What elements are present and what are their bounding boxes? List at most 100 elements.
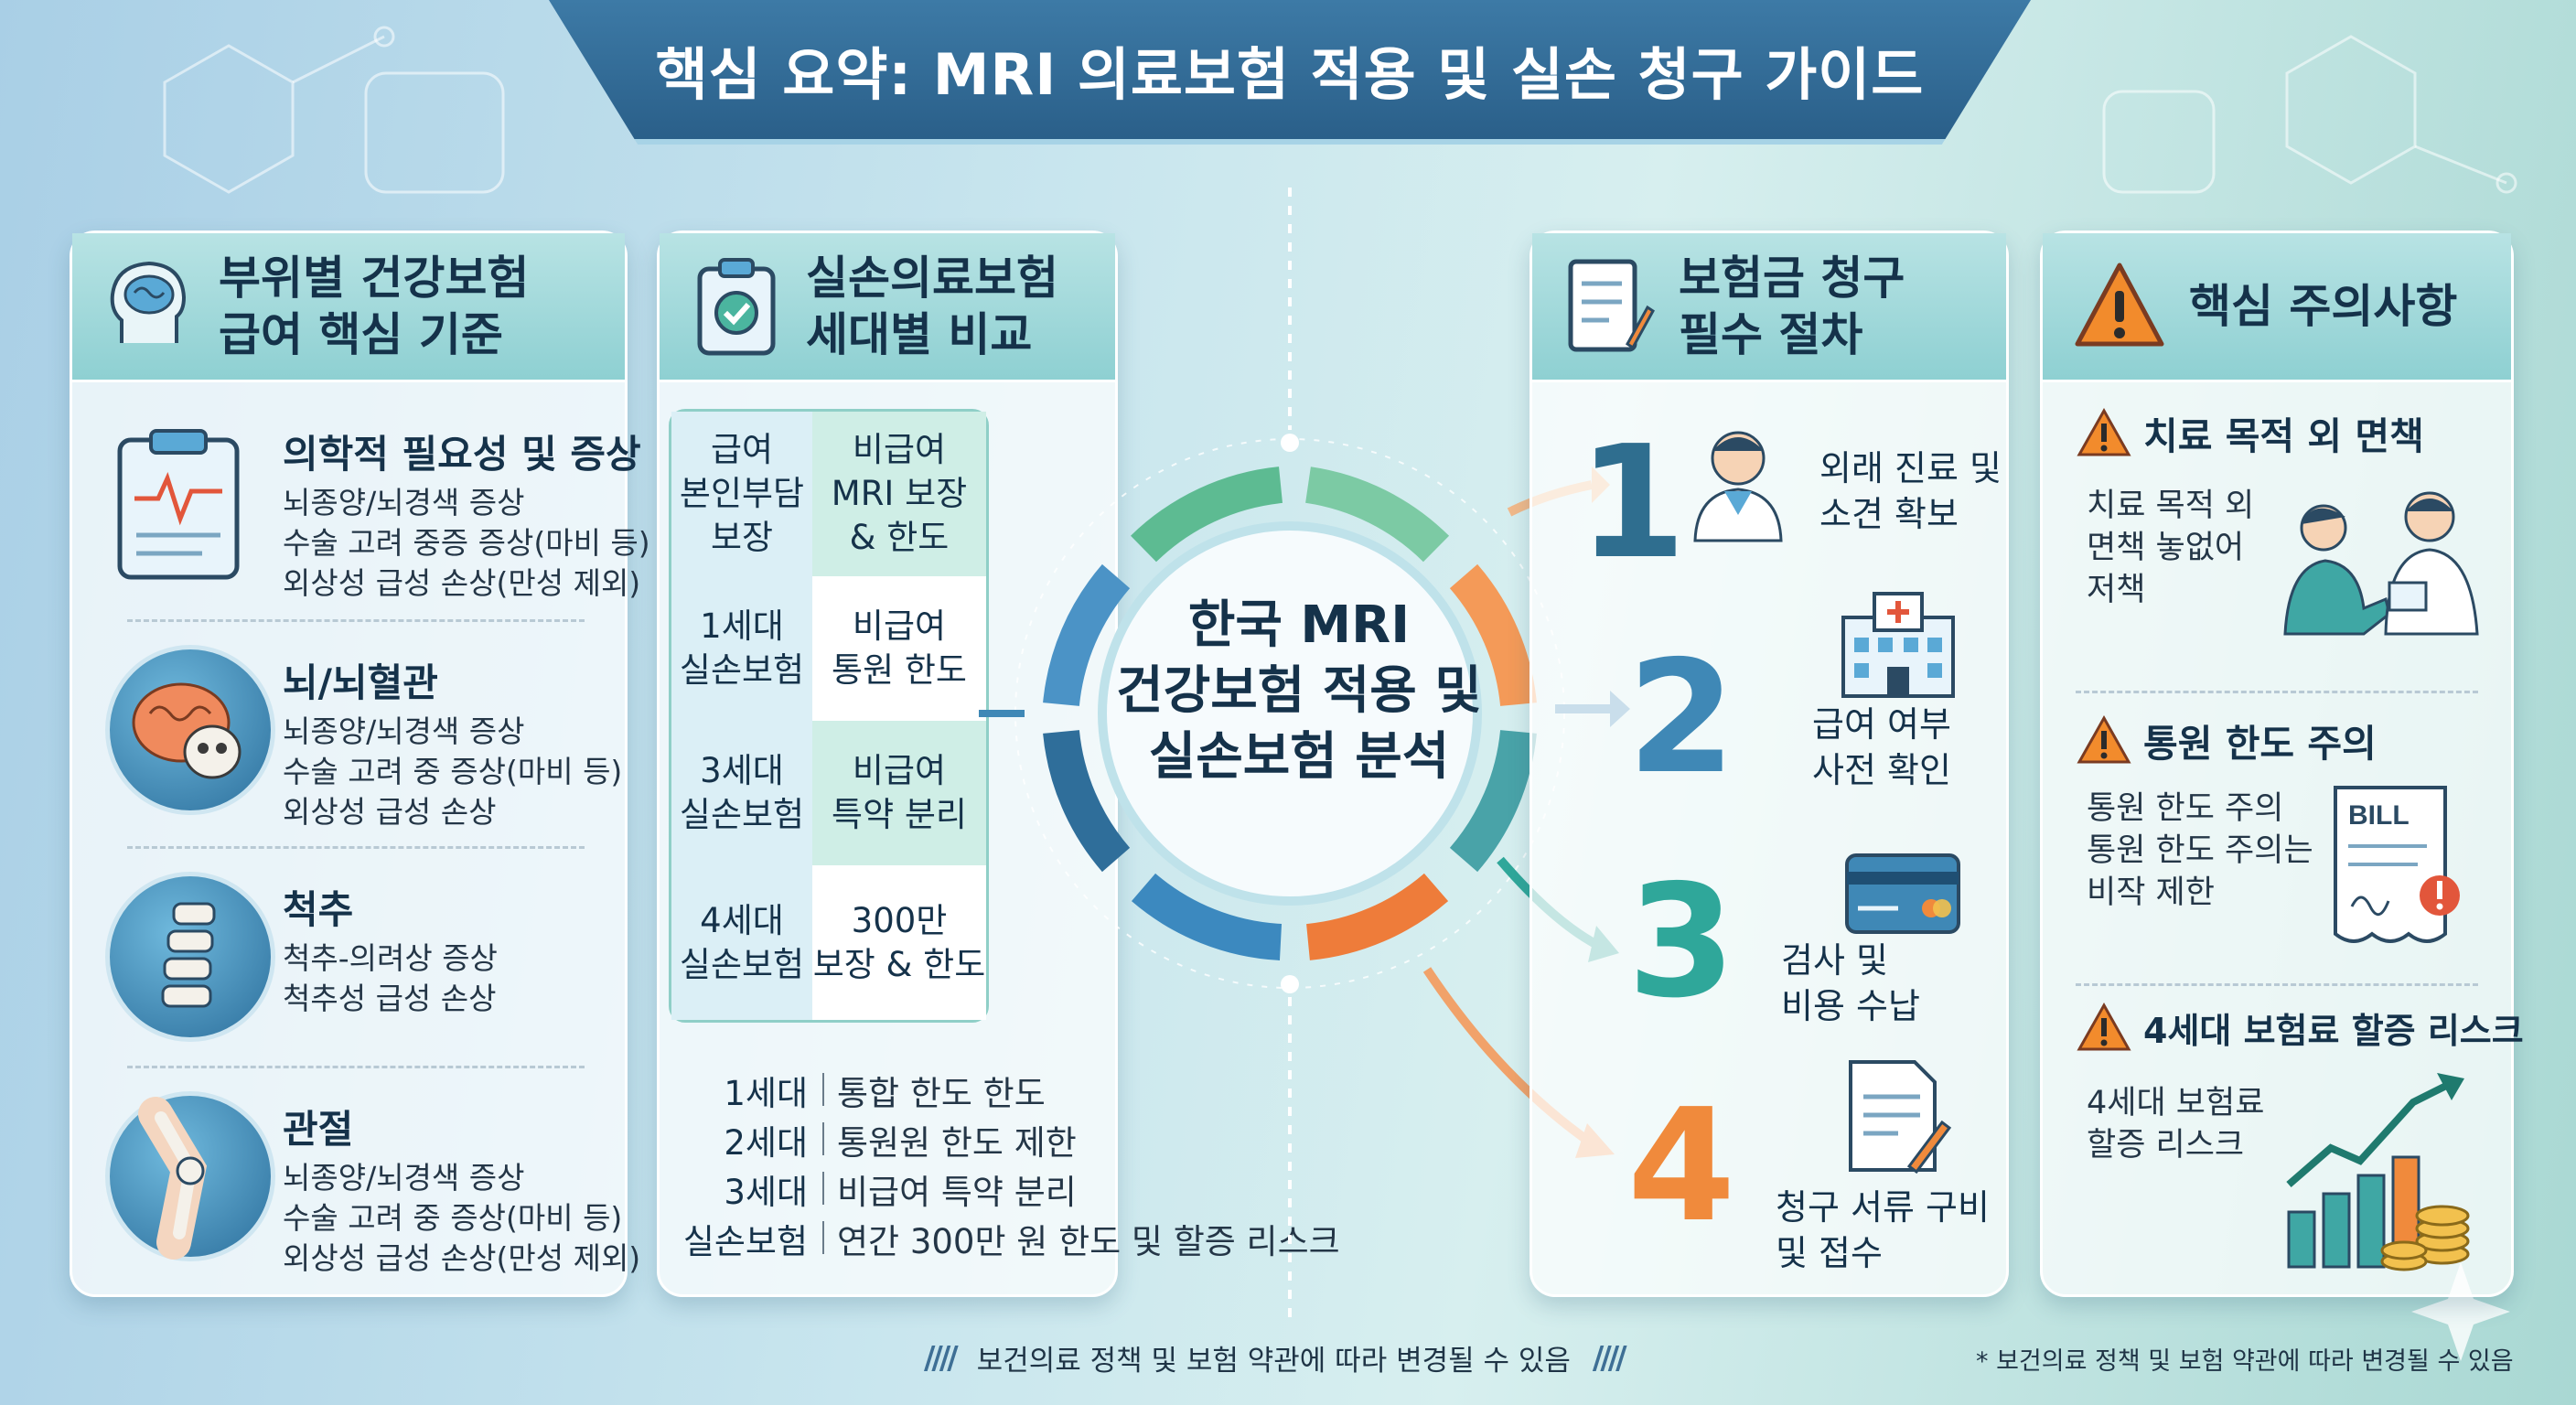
hospital-icon (1841, 592, 1955, 698)
divider (2076, 983, 2478, 986)
panel-title: 실손의료보험 세대별 비교 (806, 252, 1058, 361)
center-ring-diagram (1014, 434, 1565, 993)
divider (127, 619, 585, 622)
section-line: 외상성 급성 손상(만성 제외) (283, 565, 641, 601)
brain-skull-icon (105, 645, 275, 815)
caution-title-text: 치료 목적 외 면책 (2143, 414, 2424, 458)
panel-generation-compare: 실손의료보험 세대별 비교 급여 본인부담 보장 비급여 MRI 보장 & 한도… (657, 231, 1340, 1297)
panel-header: 보험금 청구 필수 절차 (1532, 233, 2006, 382)
panel-title: 보험금 청구 필수 절차 (1679, 252, 1905, 361)
step-label: 검사 및 비용 수납 (1781, 940, 1920, 1026)
panel-cautions: 핵심 주의사항 치료 목적 외 면책 치료 목적 외 면책 놓없어 저책 통원 … (2040, 231, 2524, 1297)
gen-desc: 통합 한도 한도 (837, 1074, 1046, 1113)
table-cell: 비급여 통원 한도 (812, 576, 986, 721)
caution-title: 4세대 보험료 할증 리스크 (2076, 1002, 2524, 1053)
gen-label: 3세대 (724, 1173, 808, 1212)
section-title: 의학적 필요성 및 증상 (283, 432, 641, 477)
caution-line: 면책 놓없어 (2087, 530, 2245, 566)
panel-title: 핵심 주의사항 (2189, 280, 2458, 333)
table-cell: 3세대 실손보험 (671, 721, 812, 865)
table-cell: 4세대 실손보험 (671, 865, 812, 1020)
bill-document-icon: BILL (2334, 786, 2460, 943)
step-label: 외래 진료 및 소견 확보 (1819, 448, 2002, 534)
caution-title-text: 통원 한도 주의 (2143, 722, 2377, 766)
clipboard-chart-icon (117, 429, 240, 580)
step-label: 청구 서류 구비 및 접수 (1776, 1187, 1990, 1273)
ring-segment (1131, 467, 1283, 563)
credit-card-icon (1845, 853, 1960, 934)
panel-header: 부위별 건강보험 급여 핵심 기준 (72, 233, 625, 382)
panel-title: 부위별 건강보험 급여 핵심 기준 (219, 252, 530, 361)
section-line: 외상성 급성 손상 (283, 794, 497, 830)
step-label: 급여 여부 사전 확인 (1812, 704, 1951, 790)
caution-title: 통원 한도 주의 (2076, 713, 2377, 767)
caution-title-text: 4세대 보험료 할증 리스크 (2143, 1010, 2524, 1051)
caution-line: 치료 목적 외 (2087, 488, 2255, 524)
footer-disclaimer: * 보건의료 정책 및 보험 약관에 따라 변경될 수 있음 (1976, 1347, 2514, 1376)
section-line: 수술 고려 중 증상(마비 등) (283, 754, 623, 789)
caution-line: 통원 한도 주의 (2087, 790, 2284, 827)
step-number: 2 (1627, 627, 1736, 809)
divider (127, 1066, 585, 1068)
divider (2076, 691, 2478, 693)
clipboard-check-icon (697, 258, 776, 356)
ring-segment (1131, 873, 1283, 960)
ring-segment (1304, 467, 1450, 563)
section-line: 척추-의려상 증상 (283, 940, 498, 976)
section-line: 외상성 급성 손상(만성 제외) (283, 1240, 641, 1276)
page-title: 핵심 요약: MRI 의료보험 적용 및 실손 청구 가이드 (655, 41, 1925, 108)
warning-icon (2075, 263, 2164, 347)
gen-label: 실손보험 (682, 1222, 808, 1261)
spine-icon (105, 872, 275, 1042)
section-line: 뇌종양/뇌경색 증상 (283, 1160, 525, 1196)
table-cell: 급여 본인부담 보장 (671, 412, 812, 576)
rising-cost-chart-icon (2286, 1073, 2470, 1271)
section-title: 뇌/뇌혈관 (283, 660, 438, 705)
title-banner: 핵심 요약: MRI 의료보험 적용 및 실손 청구 가이드 (549, 0, 2031, 145)
gen-desc: 연간 300만 원 한도 및 할증 리스크 (837, 1222, 1340, 1261)
gen-desc: 통원원 한도 제한 (837, 1123, 1077, 1163)
panel-coverage-criteria: 부위별 건강보험 급여 핵심 기준 의학적 필요성 및 증상 뇌종양/뇌경색 증… (70, 231, 650, 1297)
caution-line: 4세대 보험료 (2087, 1085, 2265, 1121)
ring-segment (1043, 563, 1131, 707)
center-line: 실손보험 분석 (1148, 727, 1450, 787)
brain-head-icon (110, 261, 187, 343)
document-pen-icon (1849, 1060, 1952, 1174)
ring-segment (1305, 873, 1449, 960)
caution-line: 저책 (2087, 572, 2146, 608)
knee-joint-icon (105, 1091, 275, 1261)
decorative-stripes: //// (1592, 1339, 1627, 1377)
doctor-patient-consult-icon (2283, 491, 2479, 636)
section-line: 수술 고려 중 증상(마비 등) (283, 1200, 623, 1236)
center-line: 한국 MRI (1187, 595, 1411, 655)
ring-segment (1043, 729, 1131, 873)
divider (127, 846, 585, 849)
section-line: 뇌종양/뇌경색 증상 (283, 485, 525, 520)
doctor-icon (1693, 431, 1783, 542)
ring-segment (1449, 729, 1537, 873)
warning-icon (2077, 714, 2131, 764)
footer-text: 보건의료 정책 및 보험 약관에 따라 변경될 수 있음 (976, 1345, 1571, 1378)
footer-note: //// 보건의료 정책 및 보험 약관에 따라 변경될 수 있음 //// (924, 1337, 1627, 1378)
step-number: 3 (1627, 852, 1736, 1033)
warning-icon (2077, 1002, 2131, 1051)
ring-segment (1449, 563, 1537, 707)
section-line: 척추성 급성 손상 (283, 981, 497, 1016)
section-title: 척추 (283, 887, 354, 932)
step-number: 1 (1578, 413, 1687, 594)
caution-line: 할증 리스크 (2087, 1127, 2245, 1164)
caution-line: 비작 제한 (2087, 874, 2215, 911)
table-cell: 비급여 특약 분리 (812, 721, 986, 865)
panel-header: 실손의료보험 세대별 비교 (660, 233, 1115, 382)
table-cell: 300만 보장 & 한도 (812, 865, 986, 1020)
document-pen-icon (1568, 259, 1655, 352)
generation-table: 급여 본인부담 보장 비급여 MRI 보장 & 한도 1세대 실손보험 비급여 … (669, 409, 989, 1023)
step-number: 4 (1627, 1076, 1736, 1257)
section-line: 뇌종양/뇌경색 증상 (283, 713, 525, 749)
warning-icon (2077, 407, 2131, 456)
caution-title: 치료 목적 외 면책 (2076, 405, 2424, 460)
gen-label: 2세대 (724, 1123, 808, 1163)
decorative-stripes: //// (924, 1339, 959, 1377)
table-cell: 비급여 MRI 보장 & 한도 (812, 412, 986, 576)
section-line: 수술 고려 중증 증상(마비 등) (283, 525, 650, 561)
